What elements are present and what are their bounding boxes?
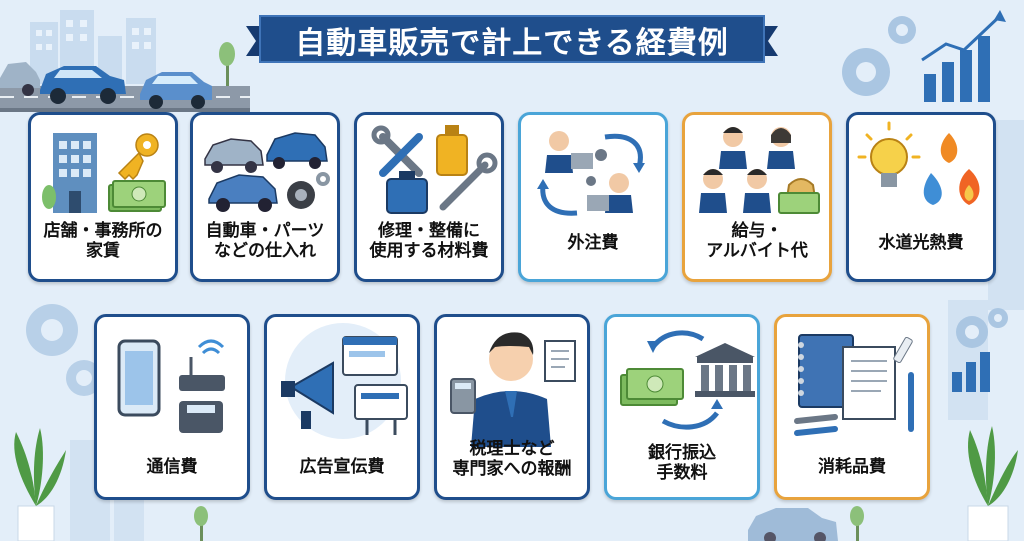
expense-card-salary: 給与・ アルバイト代 [682,112,832,282]
card-label: 自動車・パーツ などの仕入れ [205,221,325,262]
card-label: 水道光熱費 [878,233,964,253]
bank-transfer-icon [620,330,755,430]
card-label: 給与・ アルバイト代 [706,221,808,262]
card-label: 税理士など 専門家への報酬 [452,439,572,480]
expense-card-professional-fees: 税理士など 専門家への報酬 [434,314,590,500]
staff-icon [699,127,820,214]
expense-card-supplies: 消耗品費 [774,314,930,500]
megaphone-icon [281,323,408,439]
stationery-icon [794,334,914,436]
expense-card-rent: 店舗・事務所の 家賃 [28,112,178,282]
card-label: 通信費 [146,457,198,477]
expense-card-communication: 通信費 [94,314,250,500]
card-label: 店舗・事務所の 家賃 [43,221,163,262]
expense-card-outsourcing: 外注費 [518,112,668,282]
expense-card-utilities: 水道光熱費 [846,112,996,282]
card-label: 修理・整備に 使用する材料費 [369,221,489,262]
card-label: 銀行振込 手数料 [648,443,716,484]
utilities-icon [857,121,980,205]
expense-card-bank-fees: 銀行振込 手数料 [604,314,760,500]
card-label: 消耗品費 [818,457,886,477]
tools-icon [371,125,498,214]
office-key-icon [42,133,166,213]
communication-icon [117,339,225,433]
card-label: 外注費 [567,233,619,253]
title-banner [246,15,778,63]
cars-parts-icon [204,132,330,212]
expense-card-advertising: 広告宣伝費 [264,314,420,500]
card-label: 広告宣伝費 [299,457,385,477]
accountant-icon [450,332,576,447]
outsourcing-icon [537,131,645,216]
expense-card-materials: 修理・整備に 使用する材料費 [354,112,504,282]
page-title: 自動車販売で計上できる経費例 [295,26,729,61]
expense-card-purchases: 自動車・パーツ などの仕入れ [190,112,340,282]
